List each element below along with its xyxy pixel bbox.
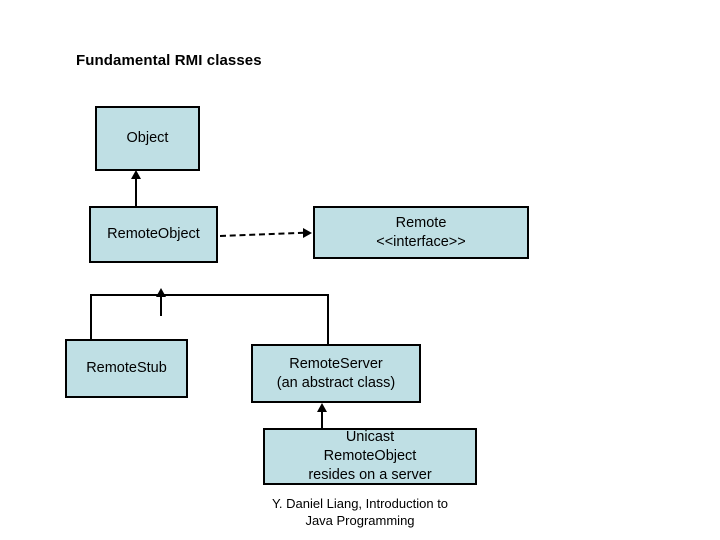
class-box-remote-stub[interactable]: RemoteStub	[65, 339, 188, 398]
class-box-remote-stub-labels: RemoteStub	[67, 359, 186, 378]
realization-line-remote-object-to-remote	[219, 231, 304, 237]
class-box-unicast-line3: resides on a server	[308, 467, 432, 483]
class-box-object-label: Object	[126, 130, 169, 146]
class-box-remote-stub-label: RemoteStub	[86, 360, 167, 376]
inheritance-drop-remote-server	[327, 294, 329, 345]
page-title: Fundamental RMI classes	[76, 52, 262, 69]
footer-line-2: Java Programming	[305, 513, 415, 528]
class-box-remote-interface-name: Remote	[395, 214, 447, 231]
arrowhead-right-icon-remote-object-to-remote	[303, 228, 312, 238]
class-box-remote-object-label: RemoteObject	[107, 226, 200, 242]
footer-line-1: Y. Daniel Liang, Introduction to	[271, 496, 449, 511]
inheritance-line-unicast-to-remote-server	[321, 411, 323, 429]
class-box-unicast-line2: RemoteObject	[323, 448, 417, 464]
class-box-remote-server[interactable]: RemoteServer (an abstract class)	[251, 344, 421, 403]
class-box-remote-server-labels: RemoteServer (an abstract class)	[253, 355, 419, 393]
arrowhead-up-icon-unicast-to-remote-server	[317, 403, 327, 412]
class-box-remote-object[interactable]: RemoteObject	[89, 206, 218, 263]
inheritance-line-subclasses-to-remote-object	[160, 296, 162, 316]
class-box-object[interactable]: Object	[95, 106, 200, 171]
class-box-unicast-line1: Unicast	[345, 429, 395, 445]
class-box-object-labels: Object	[97, 129, 198, 148]
inheritance-line-remote-object-to-object	[135, 178, 137, 206]
class-box-unicast-remote-object[interactable]: Unicast RemoteObject resides on a server	[263, 428, 477, 485]
inheritance-drop-remote-stub	[90, 294, 92, 340]
footer-attribution: Y. Daniel Liang, Introduction to Java Pr…	[0, 495, 720, 529]
class-box-remote-server-note: (an abstract class)	[276, 374, 396, 391]
arrowhead-up-icon-remote-object-to-object	[131, 170, 141, 179]
class-box-unicast-remote-object-labels: Unicast RemoteObject resides on a server	[265, 428, 475, 485]
class-box-remote-object-labels: RemoteObject	[91, 225, 216, 244]
arrowhead-up-icon-subclasses-to-remote-object	[156, 288, 166, 297]
inheritance-bar-subclasses	[90, 294, 329, 296]
class-box-remote-interface[interactable]: Remote <<interface>>	[313, 206, 529, 259]
class-box-remote-interface-stereotype: <<interface>>	[376, 233, 466, 250]
class-box-remote-server-name: RemoteServer	[289, 355, 383, 372]
class-box-remote-interface-labels: Remote <<interface>>	[315, 214, 527, 252]
